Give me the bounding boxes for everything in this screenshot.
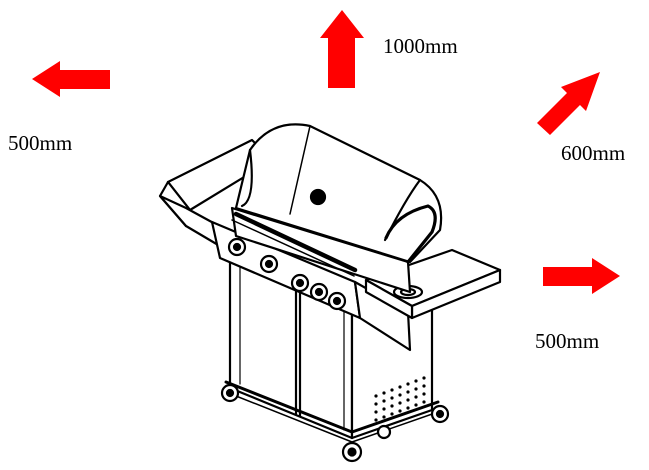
grill-illustration xyxy=(158,123,502,463)
clearance-top-label: 1000mm xyxy=(383,34,458,58)
vent-grid xyxy=(374,376,426,422)
arrow-right-icon xyxy=(543,258,620,294)
caster-wheels xyxy=(220,383,450,463)
arrow-left-icon xyxy=(32,61,110,97)
clearance-rear-label: 600mm xyxy=(561,141,626,165)
arrow-up-icon xyxy=(320,10,364,88)
clearance-left-label: 500mm xyxy=(8,131,73,155)
arrow-diagonal-icon xyxy=(537,72,600,135)
clearance-right-label: 500mm xyxy=(535,329,600,353)
grill-lid xyxy=(234,123,443,264)
thermometer-icon xyxy=(309,188,327,206)
control-knobs xyxy=(227,237,347,311)
